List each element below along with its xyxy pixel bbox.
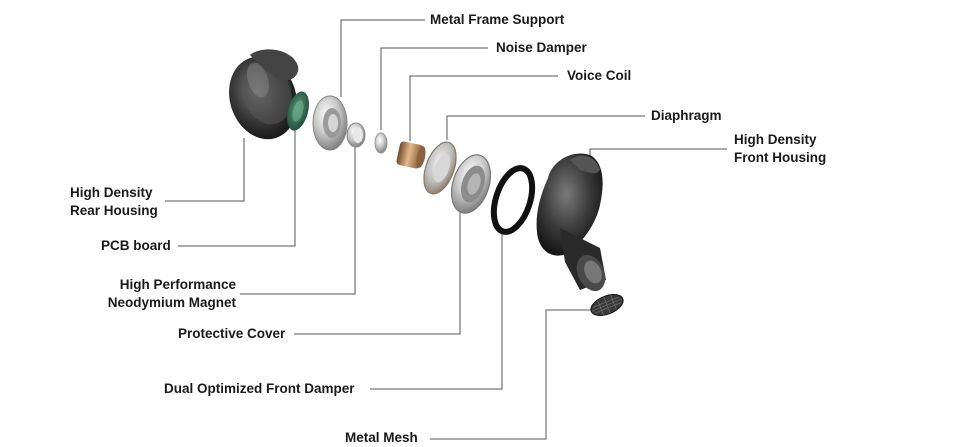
label-rear-housing-line1: High Density <box>70 185 153 200</box>
protective-cover-part <box>450 154 492 214</box>
label-voice-coil: Voice Coil <box>567 68 632 83</box>
front-damper-part <box>490 165 536 235</box>
label-metal-mesh: Metal Mesh <box>345 430 418 445</box>
label-pcb-board: PCB board <box>101 238 171 253</box>
label-front-housing: High Density Front Housing <box>734 131 826 167</box>
front-housing-part <box>536 153 606 292</box>
label-front-housing-line1: High Density <box>734 132 817 147</box>
leader-pcb-board <box>178 130 296 247</box>
metal-frame-support-part <box>312 95 348 151</box>
diaphragm-part <box>423 141 457 195</box>
leader-rear-housing <box>165 138 245 202</box>
label-magnet: High Performance Neodymium Magnet <box>96 276 236 312</box>
label-diaphragm: Diaphragm <box>651 108 722 123</box>
leader-lines <box>165 19 727 440</box>
leader-metal-frame-support <box>340 19 425 97</box>
leader-diaphragm <box>446 115 645 140</box>
metal-mesh-part <box>590 294 624 316</box>
label-rear-housing: High Density Rear Housing <box>70 184 158 220</box>
label-front-housing-line2: Front Housing <box>734 150 827 165</box>
leader-front-damper <box>370 230 503 390</box>
label-noise-damper: Noise Damper <box>496 40 587 55</box>
rear-housing-part <box>229 49 299 140</box>
leader-magnet <box>240 145 356 295</box>
leader-voice-coil <box>409 75 558 141</box>
leader-front-housing <box>589 148 727 160</box>
magnet-part <box>346 122 366 148</box>
noise-damper-part <box>374 132 388 154</box>
leader-protective-cover <box>294 212 461 335</box>
label-rear-housing-line2: Rear Housing <box>70 203 158 218</box>
label-front-damper: Dual Optimized Front Damper <box>164 381 355 396</box>
pcb-board-part <box>287 91 309 131</box>
label-protective-cover: Protective Cover <box>178 326 286 341</box>
label-metal-frame-support: Metal Frame Support <box>430 12 565 27</box>
label-magnet-line2: Neodymium Magnet <box>107 295 236 310</box>
leader-metal-mesh <box>430 309 594 440</box>
label-magnet-line1: High Performance <box>119 277 236 292</box>
voice-coil-part <box>396 141 426 169</box>
leader-noise-damper <box>380 47 488 130</box>
